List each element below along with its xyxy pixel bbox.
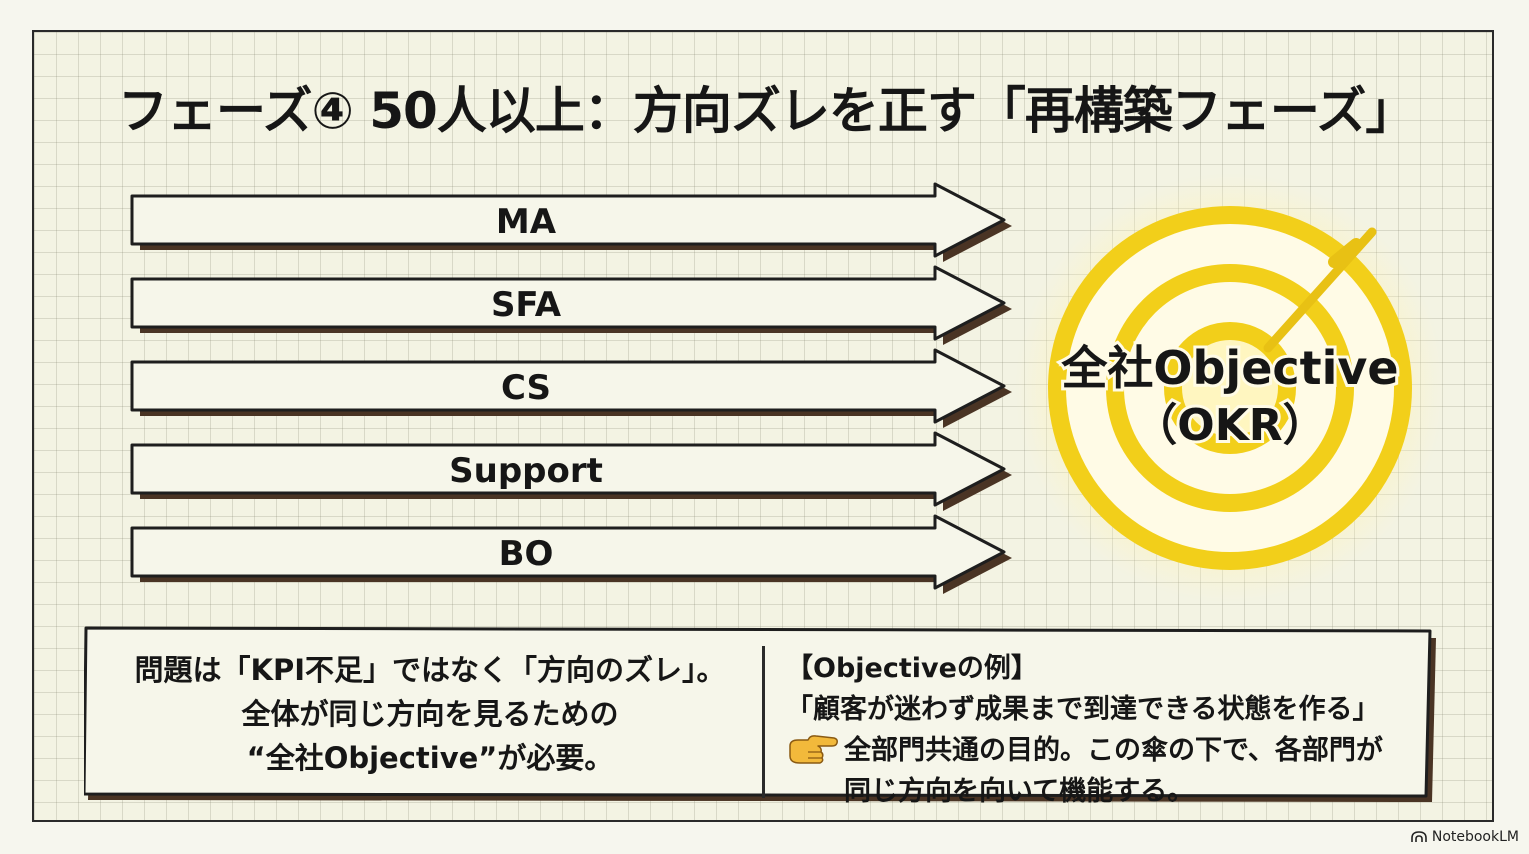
pointing-hand-icon — [789, 735, 838, 764]
example-heading: 【Objectiveの例】 — [786, 653, 1038, 684]
objective-example: 【Objectiveの例】 「顧客が迷わず成果まで到達できる状態を作る」 全部門… — [786, 648, 1426, 812]
target-bullseye — [1015, 173, 1445, 603]
example-note-line-2: 同じ方向を向いて機能する。 — [844, 776, 1195, 807]
arrow-bo: BO — [130, 514, 1012, 594]
problem-line-2: 全体が同じ方向を見るための — [241, 697, 619, 731]
problem-line-3: “全社Objective”が必要。 — [246, 741, 614, 775]
explanation-panel: 問題は「KPI不足」ではなく「方向のズレ」。 全体が同じ方向を見るための “全社… — [84, 626, 1439, 807]
problem-statement: 問題は「KPI不足」ではなく「方向のズレ」。 全体が同じ方向を見るための “全社… — [100, 648, 760, 780]
arrow-support: Support — [130, 431, 1012, 511]
arrow-label-bo: BO — [499, 534, 554, 574]
arrow-label-support: Support — [449, 451, 603, 491]
target-label-line2: （OKR） — [1133, 400, 1326, 451]
example-quote: 「顧客が迷わず成果まで到達できる状態を作る」 — [786, 694, 1380, 725]
slide-title: フェーズ④ 50人以上：方向ズレを正す「再構築フェーズ」 — [118, 82, 1415, 140]
notebooklm-logo-icon — [1411, 831, 1427, 842]
panel-divider — [762, 646, 765, 798]
arrow-label-sfa: SFA — [491, 285, 562, 325]
notebooklm-label: NotebookLM — [1431, 829, 1519, 845]
problem-line-1: 問題は「KPI不足」ではなく「方向のズレ」。 — [134, 653, 726, 687]
arrow-ma: MA — [130, 182, 1012, 262]
notebooklm-badge: NotebookLM — [1411, 826, 1519, 848]
arrow-label-cs: CS — [501, 368, 551, 408]
arrow-label-ma: MA — [496, 202, 557, 242]
example-note: 全部門共通の目的。この傘の下で、各部門が — [786, 730, 1426, 771]
target-label-line1: 全社Objective — [1060, 341, 1398, 395]
arrow-sfa: SFA — [130, 265, 1012, 345]
example-note-line-1: 全部門共通の目的。この傘の下で、各部門が — [844, 735, 1383, 766]
arrow-cs: CS — [130, 348, 1012, 428]
